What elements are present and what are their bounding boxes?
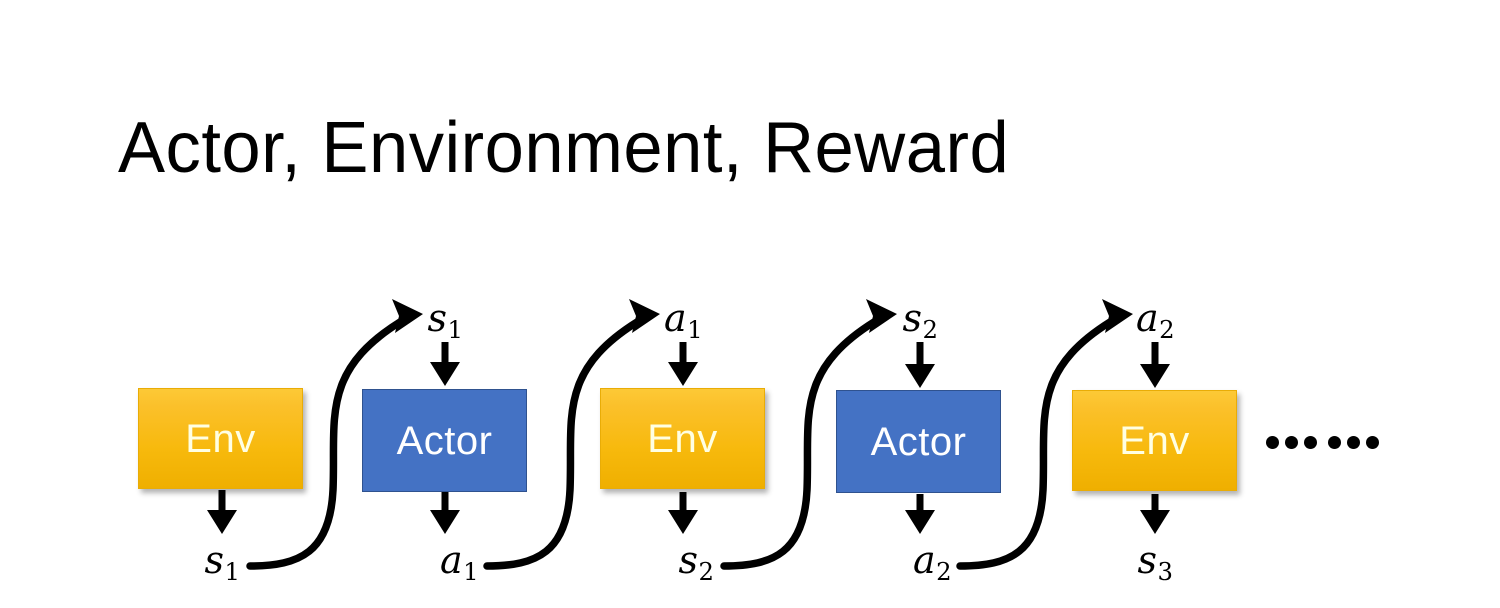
bottom-label-s3: s3 [1137,538,1173,584]
arrow-env3-to-s3 [1140,494,1170,534]
symbol-s: s [204,538,225,582]
subscript-2: 2 [936,557,952,587]
arrow-actor2-to-a2 [905,494,935,534]
subscript-1: 1 [447,315,463,345]
symbol-s: s [902,296,923,340]
ellipsis-dot [1366,436,1379,449]
top-label-s1: s1 [427,296,463,342]
subscript-3: 3 [1157,557,1173,587]
symbol-a: a [439,538,463,582]
arrow-env1-to-s1 [207,490,237,534]
subscript-1: 1 [687,315,703,345]
subscript-2: 2 [922,315,938,345]
page-title: Actor, Environment, Reward [118,108,1010,188]
ellipsis-dot [1328,436,1341,449]
symbol-s: s [678,538,699,582]
node-label: Actor [396,418,493,463]
top-label-s2: s2 [902,296,938,342]
node-env-1[interactable]: Env [138,388,303,489]
node-env-2[interactable]: Env [600,388,765,489]
arrow-s1-to-actor1 [430,342,460,386]
arrow-s2-to-actor2 [905,342,935,388]
arrow-env2-to-s2 [668,492,698,534]
arrow-actor1-to-a1 [430,492,460,534]
ellipsis-dot [1285,436,1298,449]
node-env-3[interactable]: Env [1072,390,1237,491]
arrow-a1-to-env2 [668,342,698,386]
symbol-s: s [427,296,448,340]
subscript-1: 1 [463,557,479,587]
ellipsis-dot [1347,436,1360,449]
bottom-label-a1: a1 [439,538,479,584]
node-label: Actor [870,419,967,464]
node-actor-2[interactable]: Actor [836,390,1001,493]
symbol-s: s [1137,538,1158,582]
node-label: Env [647,416,718,461]
top-label-a1: a1 [663,296,703,342]
continuation-ellipsis-icon [1266,430,1379,456]
node-actor-1[interactable]: Actor [362,389,527,492]
bottom-label-s1: s1 [204,538,240,584]
vertical-out-arrows [207,490,1170,534]
node-label: Env [185,416,256,461]
ellipsis-dot [1304,436,1317,449]
vertical-down-arrows [430,342,1170,388]
top-label-a2: a2 [1135,296,1175,342]
subscript-2: 2 [698,557,714,587]
bottom-label-a2: a2 [912,538,952,584]
symbol-a: a [912,538,936,582]
subscript-2: 2 [1159,315,1175,345]
symbol-a: a [663,296,687,340]
subscript-1: 1 [224,557,240,587]
bottom-label-s2: s2 [678,538,714,584]
ellipsis-dot [1266,436,1279,449]
node-label: Env [1119,418,1190,463]
symbol-a: a [1135,296,1159,340]
arrow-a2-to-env3 [1140,342,1170,388]
